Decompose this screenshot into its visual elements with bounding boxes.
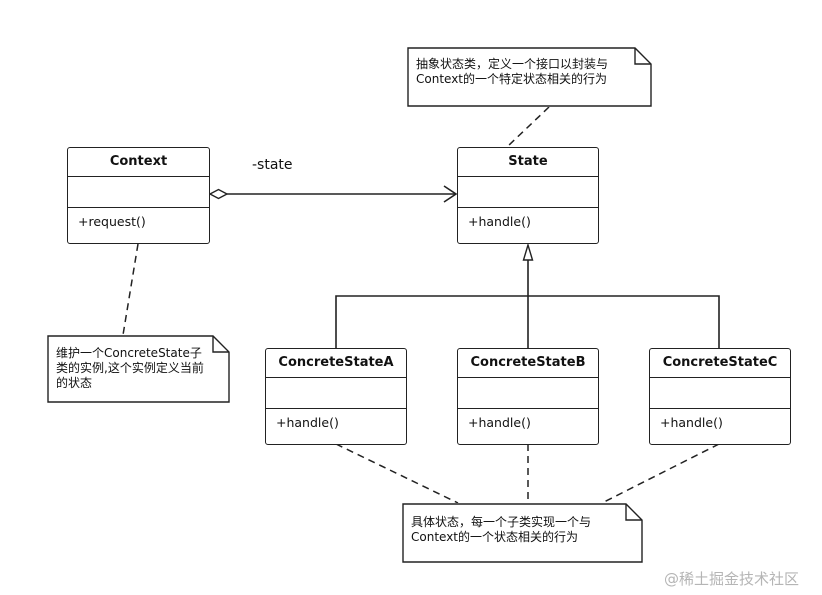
class-operation: +request() (78, 214, 146, 229)
inheritance-branch-a (335, 295, 720, 348)
concrete-note-anchor-a (335, 443, 459, 504)
class-attributes (458, 177, 598, 208)
context-note-anchor (122, 243, 139, 336)
association-label: -state (252, 157, 293, 173)
class-concrete-state-c[interactable]: ConcreteStateC +handle() (649, 348, 791, 445)
note-state[interactable]: 抽象状态类，定义一个接口以封装与 Context的一个特定状态相关的行为 (407, 47, 652, 107)
class-operation: +handle() (276, 415, 339, 430)
note-line: Context的一个特定状态相关的行为 (416, 72, 608, 86)
note-frame (402, 503, 643, 563)
note-line: 维护一个ConcreteState子 (56, 346, 202, 360)
class-name: ConcreteStateA (266, 349, 406, 378)
note-line: Context的一个状态相关的行为 (411, 530, 579, 544)
class-attributes (68, 177, 209, 208)
class-attributes (458, 378, 598, 409)
class-attributes (650, 378, 790, 409)
note-line: 的状态 (56, 376, 93, 390)
class-concrete-state-a[interactable]: ConcreteStateA +handle() (265, 348, 407, 445)
note-concrete-states[interactable]: 具体状态，每一个子类实现一个与 Context的一个状态相关的行为 (402, 503, 643, 563)
watermark: @稀土掘金技术社区 (664, 570, 800, 588)
note-frame (47, 335, 230, 403)
class-name: State (458, 148, 598, 177)
inheritance-triangle (522, 242, 534, 261)
note-context[interactable]: 维护一个ConcreteState子 类的实例,这个实例定义当前 的状态 (47, 335, 230, 403)
note-frame (407, 47, 652, 107)
class-operation: +handle() (468, 214, 531, 229)
class-context[interactable]: Context +request() (67, 147, 210, 244)
class-name: ConcreteStateB (458, 349, 598, 378)
association-arrowhead (443, 185, 458, 203)
class-attributes (266, 378, 406, 409)
state-note-anchor (507, 106, 550, 147)
class-operation: +handle() (660, 415, 723, 430)
class-name: Context (68, 148, 209, 177)
class-concrete-state-b[interactable]: ConcreteStateB +handle() (457, 348, 599, 445)
note-line: 类的实例,这个实例定义当前 (56, 361, 204, 375)
class-operation: +handle() (468, 415, 531, 430)
note-line: 具体状态，每一个子类实现一个与 (411, 515, 592, 529)
class-name: ConcreteStateC (650, 349, 790, 378)
aggregation-diamond (208, 188, 229, 200)
note-line: 抽象状态类，定义一个接口以封装与 (416, 57, 609, 71)
concrete-note-anchor-c (601, 443, 720, 504)
class-state[interactable]: State +handle() (457, 147, 599, 244)
